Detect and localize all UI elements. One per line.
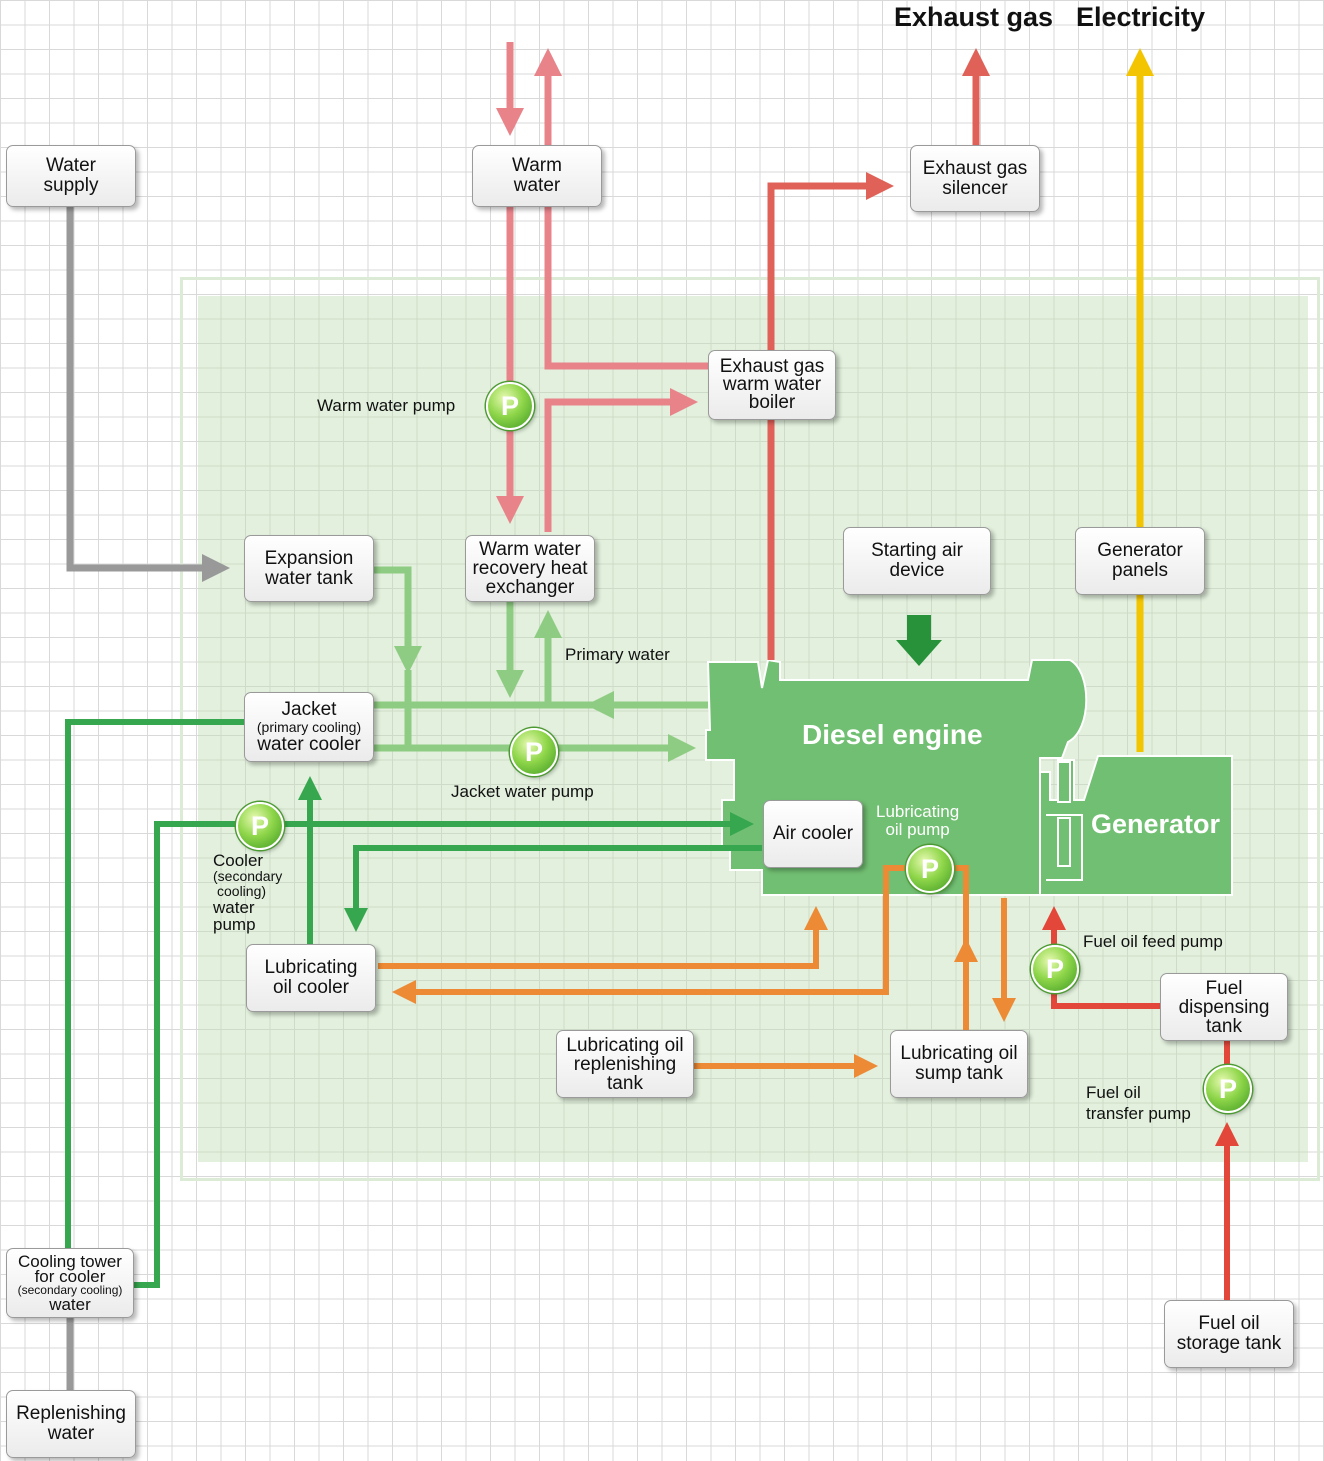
- primary-water-label: Primary water: [565, 645, 670, 664]
- supply-water-line: [66, 205, 230, 582]
- oil-pump-to-lube-cooler-line: [392, 865, 905, 1004]
- cooling-tower-box: Cooling tower for cooler (secondary cool…: [6, 1248, 134, 1318]
- fuel-oil-transfer-pump-icon: P: [1204, 1065, 1252, 1113]
- warm-water-pump-icon: P: [486, 382, 534, 430]
- starting-air-arrow: [896, 615, 942, 666]
- tower-to-jacket-line: [65, 719, 246, 1248]
- jacket-water-cooler-box: Jacket (primary cooling) water cooler: [244, 692, 374, 762]
- lubricating-oil-pump-label: Lubricating oil pump: [876, 802, 960, 839]
- fuel-oil-feed-pump-label: Fuel oil feed pump: [1083, 932, 1223, 951]
- warm-water-to-boiler-line: [544, 207, 708, 370]
- dispensing-to-feed-pump-line: [1051, 990, 1160, 1009]
- exhaust-line: [767, 172, 894, 660]
- exchanger-to-boiler-line: [544, 388, 698, 532]
- exhaust-gas-title: Exhaust gas: [894, 2, 1054, 32]
- engine-room-outline: [180, 277, 1320, 1181]
- fuel-oil-feed-pump-icon: P: [1031, 945, 1079, 993]
- air-cooler-to-lube-cooler-line: [344, 845, 762, 932]
- fuel-oil-transfer-pump-label: Fuel oil transfer pump: [1086, 1083, 1191, 1123]
- jacket-water-pump-label: Jacket water pump: [451, 782, 594, 801]
- cooler-water-pump-icon: P: [236, 802, 284, 850]
- cooler-water-pump-label: Cooler (secondary cooling) water pump: [213, 851, 283, 934]
- generator-label: Generator: [1091, 809, 1221, 839]
- electricity-title: Electricity: [1076, 2, 1206, 32]
- lubricating-oil-pump-icon: P: [906, 845, 954, 893]
- lube-cooler-to-engine-line: [378, 906, 828, 969]
- air-cooler-box: Air cooler: [763, 800, 863, 868]
- expansion-to-jacket-line: [374, 566, 422, 674]
- tower-return-line: [134, 821, 240, 1288]
- warm-water-pump-label: Warm water pump: [317, 396, 456, 415]
- diesel-engine-label: Diesel engine: [802, 719, 983, 750]
- jacket-water-pump-icon: P: [510, 728, 558, 776]
